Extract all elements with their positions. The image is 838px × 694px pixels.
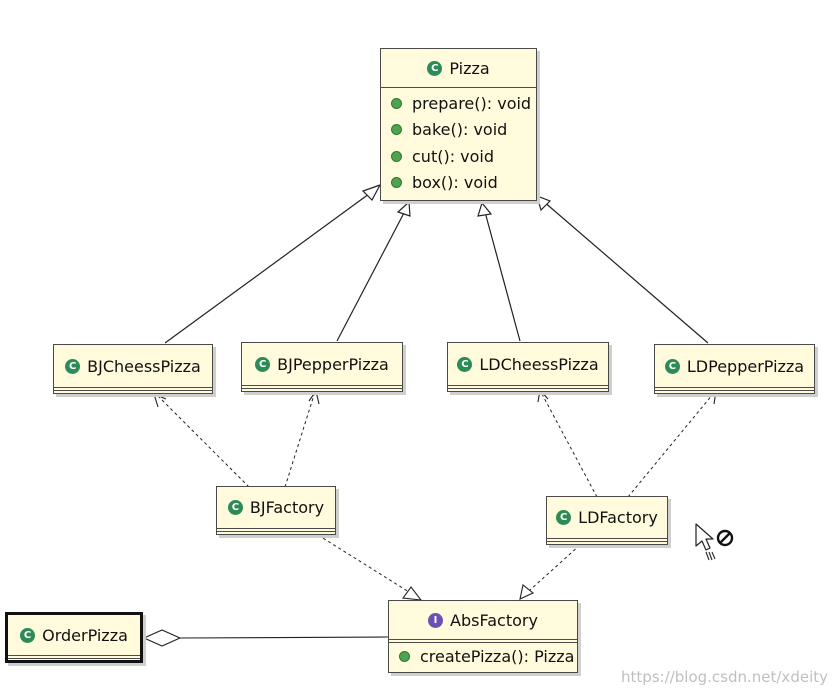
generalization-ldpepper-pizza — [542, 200, 709, 344]
class-name: LDFactory — [578, 508, 658, 527]
aggregation-diamond — [142, 629, 182, 647]
divider — [217, 528, 335, 529]
method-item[interactable]: prepare(): void — [391, 90, 536, 117]
generalization-arrowhead — [477, 201, 493, 217]
generalization-arrowhead — [396, 200, 411, 217]
method-signature: box(): void — [412, 173, 498, 193]
public-method-icon — [399, 650, 410, 662]
divider — [547, 538, 667, 539]
realization-ldfactory-absfactory — [529, 544, 581, 591]
divider — [54, 390, 212, 391]
divider — [54, 387, 212, 388]
class-header: C LDPepperPizza — [655, 345, 814, 387]
realization-arrowhead — [519, 584, 535, 600]
dependency-ldfactory-ldpepper — [627, 393, 714, 498]
method-signature: prepare(): void — [412, 93, 532, 113]
divider — [242, 388, 402, 389]
class-header: C LDCheessPizza — [448, 343, 608, 385]
generalization-arrowhead — [536, 195, 552, 212]
dependency-ldfactory-ldchees — [541, 393, 598, 498]
method-item[interactable]: bake(): void — [391, 117, 536, 144]
class-bj-factory[interactable]: C BJFactory — [216, 486, 336, 535]
method-signature: bake(): void — [412, 120, 508, 140]
class-bj-pepper-pizza[interactable]: C BJPepperPizza — [241, 342, 403, 392]
class-header: C LDFactory — [547, 497, 667, 538]
class-icon: C — [457, 356, 473, 372]
dependency-bjfactory-bjchees — [158, 396, 250, 488]
class-name: OrderPizza — [42, 625, 128, 645]
divider — [381, 87, 536, 88]
no-drop-cursor-icon — [695, 523, 734, 561]
generalization-ldchees-pizza — [484, 211, 521, 342]
class-order-pizza[interactable]: C OrderPizza — [5, 612, 143, 663]
realization-arrowhead — [401, 586, 423, 601]
divider — [547, 541, 667, 542]
class-name: AbsFactory — [450, 610, 538, 630]
divider — [655, 390, 814, 391]
dependency-bjfactory-bjpepper — [284, 394, 315, 488]
class-name: BJPepperPizza — [277, 354, 389, 374]
divider — [8, 658, 140, 659]
public-method-icon — [391, 97, 402, 109]
divider — [448, 385, 608, 386]
class-name: BJFactory — [249, 498, 325, 517]
class-header: C BJCheessPizza — [54, 345, 212, 387]
public-method-icon — [391, 124, 402, 136]
method-list: prepare(): void bake(): void cut(): void… — [381, 88, 536, 198]
interface-abs-factory[interactable]: I AbsFactory createPizza(): Pizza — [388, 600, 578, 673]
dependency-arrowhead — [153, 393, 167, 408]
dependency-arrowhead — [308, 389, 320, 405]
method-list: createPizza(): Pizza — [389, 643, 577, 672]
method-item[interactable]: box(): void — [391, 170, 536, 197]
generalization-bjpepper-pizza — [336, 210, 406, 342]
divider — [242, 385, 402, 386]
class-icon: C — [556, 510, 572, 525]
class-ld-pepper-pizza[interactable]: C LDPepperPizza — [654, 344, 815, 394]
class-icon: C — [664, 358, 680, 374]
class-header: I AbsFactory — [389, 601, 577, 639]
generalization-arrowhead — [361, 183, 382, 201]
class-header: C OrderPizza — [8, 615, 140, 655]
class-header: C BJFactory — [217, 487, 335, 528]
divider — [448, 388, 608, 389]
class-icon: C — [20, 627, 36, 643]
divider — [389, 639, 577, 640]
method-signature: cut(): void — [412, 146, 495, 166]
class-icon: C — [227, 500, 243, 515]
class-header: C BJPepperPizza — [242, 343, 402, 385]
class-name: LDPepperPizza — [686, 356, 805, 376]
generalization-bjchees-pizza — [164, 190, 374, 344]
public-method-icon — [391, 177, 402, 189]
divider — [217, 531, 335, 532]
class-icon: C — [255, 356, 271, 372]
class-name: LDCheessPizza — [479, 354, 599, 374]
class-icon: C — [427, 60, 443, 76]
watermark-text: https://blog.csdn.net/xdeity — [620, 668, 828, 686]
divider — [8, 655, 140, 656]
class-icon: C — [65, 358, 81, 374]
interface-icon: I — [428, 612, 444, 628]
realization-bjfactory-absfactory — [317, 534, 410, 593]
method-item[interactable]: cut(): void — [391, 143, 536, 170]
divider — [389, 642, 577, 643]
class-ld-chees-pizza[interactable]: C LDCheessPizza — [447, 342, 609, 392]
class-bj-chees-pizza[interactable]: C BJCheessPizza — [53, 344, 213, 394]
class-ld-factory[interactable]: C LDFactory — [546, 496, 668, 545]
aggregation-line — [179, 636, 389, 639]
class-header: C Pizza — [381, 49, 536, 87]
public-method-icon — [391, 150, 402, 162]
class-name: Pizza — [449, 58, 490, 78]
class-pizza[interactable]: C Pizza prepare(): void bake(): void cut… — [380, 48, 537, 201]
divider — [655, 387, 814, 388]
method-item[interactable]: createPizza(): Pizza — [399, 643, 577, 670]
method-signature: createPizza(): Pizza — [420, 646, 575, 666]
class-name: BJCheessPizza — [87, 356, 201, 376]
